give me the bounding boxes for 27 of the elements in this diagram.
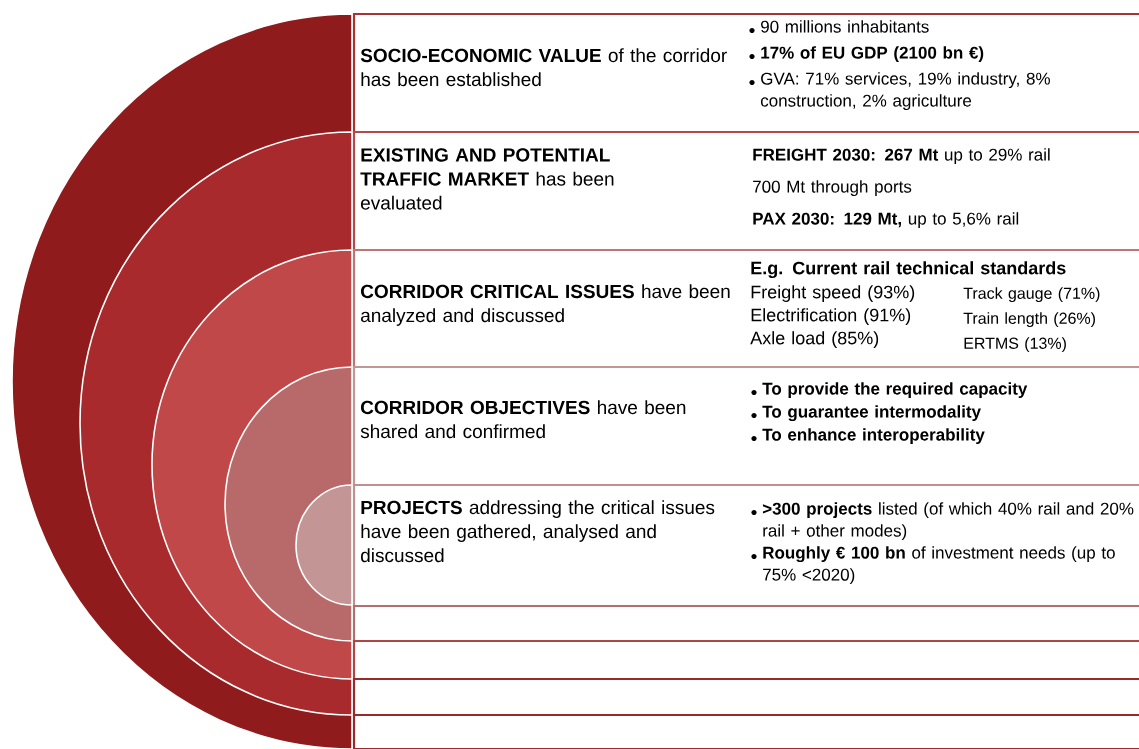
- detail-text: ERTMS (13%): [964, 337, 1066, 353]
- detail-text: PAX 2030: 129 Mt, up to 5,6% rail: [753, 212, 1019, 229]
- detail-text: Axle load (85%): [750, 331, 879, 348]
- row-title: SOCIO-ECONOMIC VALUE of the corridor has been established: [360, 48, 727, 87]
- detail-text: To enhance interoperability: [762, 428, 985, 445]
- detail-text: To provide the required capacity: [762, 382, 1028, 399]
- row-band: [352, 639, 1139, 681]
- detail-text: Freight speed (93%): [751, 285, 915, 302]
- row-title: PROJECTS addressing the critical issues have been gathered, analysed and discussed: [361, 500, 715, 563]
- detail-text: FREIGHT 2030: 267 Mt up to 29% rail: [753, 148, 1050, 165]
- detail-text: To guarantee intermodality: [762, 405, 981, 422]
- detail-text: >300 projects listed (of which 40% rail and 20% rail + other modes): [762, 502, 1134, 541]
- row-title: CORRIDOR OBJECTIVES have been shared and confirmed: [360, 400, 686, 439]
- detail-text: 90 millions inhabitants: [761, 20, 929, 33]
- detail-text: Train length (26%): [963, 312, 1095, 328]
- detail-text: 17% of EU GDP (2100 bn €): [761, 46, 984, 63]
- detail-text: E.g. Current rail technical standards: [751, 261, 1066, 279]
- detail-text: Roughly € 100 bn of investment needs (up to 75% <2020): [763, 546, 1115, 585]
- detail-text: Electrification (91%): [751, 308, 911, 325]
- row-band: [352, 604, 1139, 643]
- row-title: CORRIDOR CRITICAL ISSUES have been analyzed and discussed: [361, 284, 730, 326]
- row-band: [352, 713, 1139, 749]
- detail-text: Track gauge (71%): [963, 287, 1100, 303]
- detail-text: GVA: 71% services, 19% industry, 8% construction, 2% agriculture: [760, 72, 1050, 111]
- row-title: EXISTING AND POTENTIAL TRAFFIC MARKET has been evaluated: [360, 148, 614, 210]
- row-band: [352, 677, 1139, 717]
- detail-text: 700 Mt through ports: [753, 180, 912, 197]
